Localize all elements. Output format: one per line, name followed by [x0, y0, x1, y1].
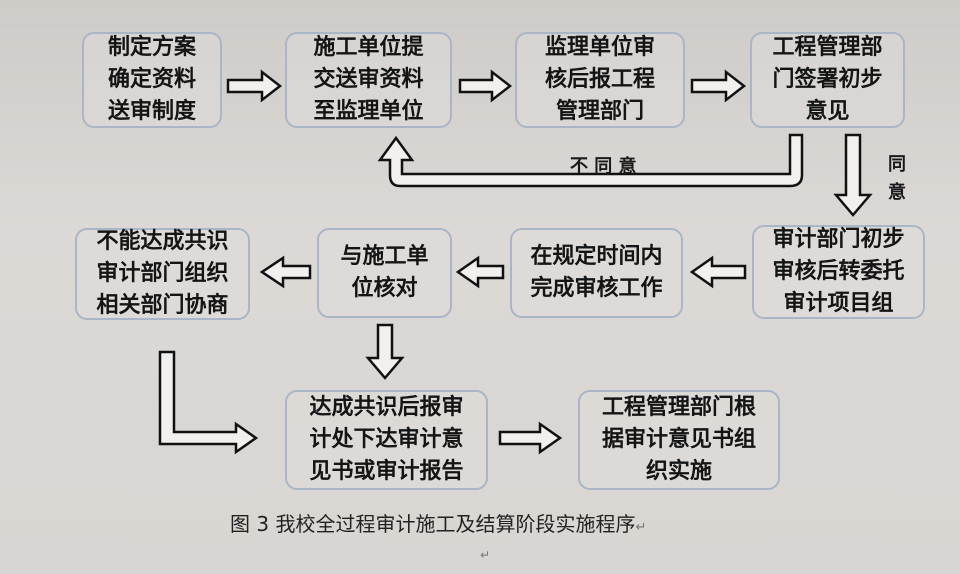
step-line: 见书或审计报告: [309, 459, 464, 484]
step-line: 计处下达审计意: [309, 427, 464, 452]
step-box-1: 制定方案 确定资料 送审制度: [82, 32, 222, 128]
agree-label-1: 同: [888, 154, 906, 175]
step-box-9: 达成共识后报审 计处下达审计意 见书或审计报告: [285, 390, 488, 490]
arrow-4-5-down: [833, 133, 873, 217]
agree-label-2: 意: [888, 182, 906, 203]
arrow-2-3: [458, 69, 513, 103]
step-line: 审计项目组: [783, 291, 894, 316]
step-line: 在规定时间内: [530, 244, 663, 269]
step-line: 与施工单: [340, 244, 429, 269]
step-line: 审核后转委托: [772, 259, 905, 284]
figure-caption: 图 3 我校全过程审计施工及结算阶段实施程序↵: [230, 508, 646, 537]
step-line: 工程管理部门根: [601, 395, 756, 420]
paragraph-mark: ↵: [635, 520, 647, 535]
arrow-6-7: [455, 255, 505, 289]
step-box-6: 在规定时间内 完成审核工作: [510, 228, 683, 318]
step-line: 达成共识后报审: [309, 395, 464, 420]
paragraph-mark-2: ↵: [480, 548, 491, 562]
step-box-3: 监理单位审 核后报工程 管理部门: [515, 32, 685, 128]
arrow-5-6: [689, 255, 747, 289]
step-line: 交送审资料: [313, 67, 424, 92]
step-box-7: 与施工单 位核对: [317, 228, 452, 318]
step-line: 核后报工程: [544, 67, 655, 92]
step-box-8: 不能达成共识 审计部门组织 相关部门协商: [75, 228, 250, 320]
step-line: 至监理单位: [313, 99, 424, 124]
step-line: 不能达成共识: [96, 229, 229, 254]
step-box-2: 施工单位提 交送审资料 至监理单位: [285, 32, 452, 128]
arrow-8-9-elbow: [158, 350, 259, 455]
arrow-7-9-down: [365, 323, 405, 380]
step-line: 意见: [805, 99, 850, 124]
arrow-1-2: [226, 69, 283, 103]
step-line: 送审制度: [107, 99, 196, 124]
step-line: 位核对: [351, 276, 418, 301]
step-line: 确定资料: [107, 67, 196, 92]
step-line: 相关部门协商: [96, 293, 229, 318]
step-box-4: 工程管理部 门签署初步 意见: [750, 32, 905, 128]
step-line: 审计部门组织: [96, 261, 229, 286]
arrow-disagree-return: [377, 133, 804, 188]
arrow-9-10: [498, 421, 563, 455]
step-box-5: 审计部门初步 审核后转委托 审计项目组: [752, 225, 925, 319]
arrow-3-4: [690, 69, 747, 103]
step-box-10: 工程管理部门根 据审计意见书组 织实施: [578, 390, 780, 490]
step-line: 工程管理部: [772, 35, 883, 60]
step-line: 织实施: [645, 459, 712, 484]
step-line: 门签署初步: [772, 67, 883, 92]
arrow-7-8: [259, 255, 312, 289]
step-line: 据审计意见书组: [601, 427, 756, 452]
step-line: 制定方案: [107, 35, 196, 60]
step-line: 审计部门初步: [772, 227, 905, 252]
caption-text: 图 3 我校全过程审计施工及结算阶段实施程序: [230, 512, 636, 536]
step-line: 完成审核工作: [530, 276, 663, 301]
disagree-label: 不 同 意: [570, 156, 637, 177]
step-line: 监理单位审: [544, 35, 655, 60]
step-line: 管理部门: [555, 99, 644, 124]
step-line: 施工单位提: [313, 35, 424, 60]
